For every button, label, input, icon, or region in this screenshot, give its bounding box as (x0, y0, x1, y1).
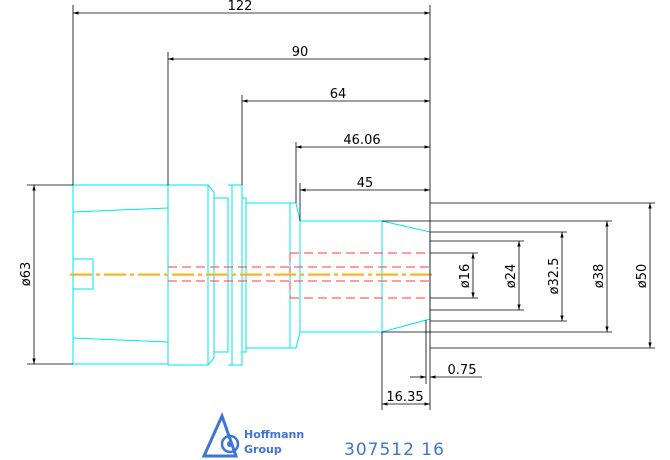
dim-dia-63: ø63 (19, 262, 34, 287)
dim-90: 90 (292, 45, 309, 60)
dim-dia-50: ø50 (635, 264, 650, 289)
brand-name-line1: Hoffmann (244, 428, 304, 441)
dim-45: 45 (357, 176, 374, 191)
dim-0-75: 0.75 (448, 363, 477, 378)
dim-dia-16: ø16 (458, 264, 473, 289)
hidden-lines (168, 252, 430, 299)
dim-dia-38: ø38 (592, 264, 607, 289)
part-number: 307512 16 (344, 440, 445, 460)
brand-name-line2: Group (244, 443, 282, 456)
dim-dia-32-5: ø32.5 (547, 258, 562, 295)
dim-dia-24: ø24 (504, 264, 519, 289)
dim-16-35: 16.35 (386, 390, 423, 405)
center-line (70, 273, 436, 276)
dim-122: 122 (228, 0, 253, 14)
dim-46-06: 46.06 (343, 133, 380, 148)
hoffmann-logo-icon (201, 411, 240, 458)
dimension-lines (27, 5, 655, 410)
dim-64: 64 (330, 87, 347, 102)
